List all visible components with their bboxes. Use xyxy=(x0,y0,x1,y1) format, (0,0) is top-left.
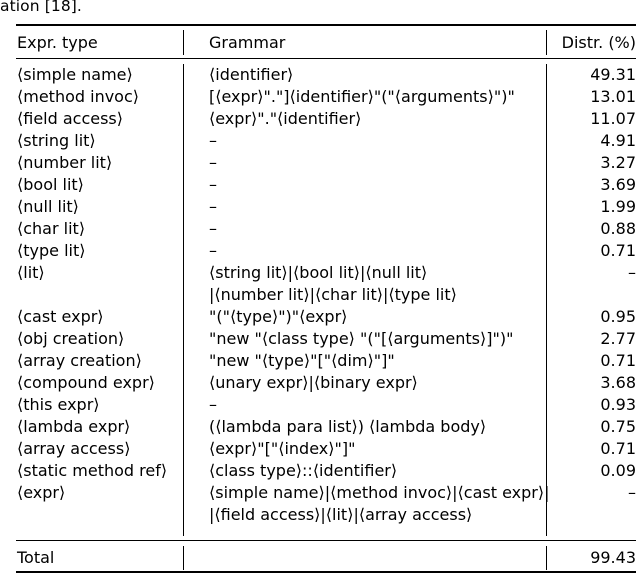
cell-expr-type: ⟨null lit⟩ xyxy=(17,197,79,216)
cell-grammar: "new "⟨type⟩"["⟨dim⟩"]" xyxy=(209,351,395,370)
cell-expr-type: ⟨array creation⟩ xyxy=(17,351,142,370)
table-row: ⟨array access⟩ ⟨expr⟩"["⟨index⟩"]" 0.71 xyxy=(16,438,636,460)
cell-grammar: – xyxy=(209,219,217,238)
cell-grammar: – xyxy=(209,395,217,414)
header-grammar: Grammar xyxy=(209,33,286,52)
cell-distribution: 0.09 xyxy=(600,461,636,480)
table-row: ⟨compound expr⟩ ⟨unary expr⟩|⟨binary expr… xyxy=(16,372,636,394)
cell-distribution: 11.07 xyxy=(590,109,636,128)
cell-expr-type: ⟨array access⟩ xyxy=(17,439,131,458)
table-row: ⟨lit⟩ ⟨string lit⟩|⟨bool lit⟩|⟨null lit⟩ |… xyxy=(16,262,636,306)
table-row: ⟨obj creation⟩ "new "⟨class type⟩ "("[⟨ar… xyxy=(16,328,636,350)
cell-distribution: 0.71 xyxy=(600,351,636,370)
preceding-paragraph-fragment: ation [18]. xyxy=(0,0,82,15)
cell-expr-type: ⟨cast expr⟩ xyxy=(17,307,104,326)
cell-grammar: ⟨class type⟩::⟨identifier⟩ xyxy=(209,461,398,480)
cell-expr-type: ⟨compound expr⟩ xyxy=(17,373,155,392)
cell-grammar: – xyxy=(209,197,217,216)
table-row: ⟨string lit⟩ – 4.91 xyxy=(16,130,636,152)
table-row: ⟨cast expr⟩ "("⟨type⟩")"⟨expr⟩ 0.95 xyxy=(16,306,636,328)
table-row: ⟨array creation⟩ "new "⟨type⟩"["⟨dim⟩"]" 0… xyxy=(16,350,636,372)
cell-grammar: ⟨simple name⟩|⟨method invoc⟩|⟨cast expr⟩… xyxy=(209,482,554,526)
cell-distribution: 3.69 xyxy=(600,175,636,194)
cell-distribution: 0.95 xyxy=(600,307,636,326)
cell-expr-type: ⟨expr⟩ xyxy=(17,483,66,502)
cell-distribution: – xyxy=(628,263,636,282)
cell-distribution: 0.75 xyxy=(600,417,636,436)
cell-expr-type: ⟨lambda expr⟩ xyxy=(17,417,131,436)
cell-grammar: [⟨expr⟩"."]⟨identifier⟩"("⟨arguments⟩")" xyxy=(209,87,515,106)
cell-expr-type: ⟨obj creation⟩ xyxy=(17,329,125,348)
total-column-separator-right xyxy=(546,546,548,570)
total-distribution: 99.43 xyxy=(590,548,636,567)
cell-expr-type: ⟨char lit⟩ xyxy=(17,219,86,238)
header-distribution: Distr. (%) xyxy=(561,33,636,52)
table-row: ⟨this expr⟩ – 0.93 xyxy=(16,394,636,416)
cell-distribution: 0.93 xyxy=(600,395,636,414)
header-expr-type: Expr. type xyxy=(17,33,98,52)
table-body: ⟨simple name⟩ ⟨identifier⟩ 49.31 ⟨method in… xyxy=(16,64,636,526)
table-total-rule xyxy=(16,540,636,542)
cell-distribution: 2.77 xyxy=(600,329,636,348)
cell-grammar: ⟨identifier⟩ xyxy=(209,65,294,84)
cell-grammar-line-2: |⟨field access⟩|⟨lit⟩|⟨array access⟩ xyxy=(209,505,473,524)
table-row: ⟨expr⟩ ⟨simple name⟩|⟨method invoc⟩|⟨cast… xyxy=(16,482,636,526)
table-row: ⟨char lit⟩ – 0.88 xyxy=(16,218,636,240)
cell-distribution: 49.31 xyxy=(590,65,636,84)
header-column-separator-right xyxy=(546,30,548,55)
total-label: Total xyxy=(17,548,55,567)
cell-grammar: "new "⟨class type⟩ "("[⟨arguments⟩]")" xyxy=(209,329,514,348)
cell-distribution: 13.01 xyxy=(590,87,636,106)
cell-grammar-line-2: |⟨number lit⟩|⟨char lit⟩|⟨type lit⟩ xyxy=(209,285,457,304)
body-column-separator-left xyxy=(183,64,185,536)
cell-distribution: – xyxy=(628,483,636,502)
cell-distribution: 4.91 xyxy=(600,131,636,150)
table-row: ⟨number lit⟩ – 3.27 xyxy=(16,152,636,174)
cell-expr-type: ⟨bool lit⟩ xyxy=(17,175,84,194)
table-header-rule xyxy=(16,58,636,60)
cell-expr-type: ⟨string lit⟩ xyxy=(17,131,96,150)
cell-expr-type: ⟨method invoc⟩ xyxy=(17,87,139,106)
table-row: ⟨field access⟩ ⟨expr⟩"."⟨identifier⟩ 11.07 xyxy=(16,108,636,130)
cell-expr-type: ⟨type lit⟩ xyxy=(17,241,86,260)
cell-grammar: ⟨expr⟩"["⟨index⟩"]" xyxy=(209,439,356,458)
cell-grammar: ⟨unary expr⟩|⟨binary expr⟩ xyxy=(209,373,418,392)
table-row: ⟨null lit⟩ – 1.99 xyxy=(16,196,636,218)
table-row: ⟨static method ref⟩ ⟨class type⟩::⟨identi… xyxy=(16,460,636,482)
table-row: ⟨bool lit⟩ – 3.69 xyxy=(16,174,636,196)
cell-grammar: – xyxy=(209,153,217,172)
cell-distribution: 0.88 xyxy=(600,219,636,238)
cell-expr-type: ⟨simple name⟩ xyxy=(17,65,133,84)
cell-distribution: 1.99 xyxy=(600,197,636,216)
cell-grammar: – xyxy=(209,175,217,194)
cell-expr-type: ⟨this expr⟩ xyxy=(17,395,100,414)
cell-distribution: 3.27 xyxy=(600,153,636,172)
table-bottom-rule xyxy=(16,571,636,573)
header-column-separator-left xyxy=(183,30,185,55)
total-column-separator-left xyxy=(183,546,185,570)
table-header-row: Expr. type Grammar Distr. (%) xyxy=(16,30,636,56)
cell-grammar: ⟨string lit⟩|⟨bool lit⟩|⟨null lit⟩ |⟨numb… xyxy=(209,262,554,306)
cell-grammar: – xyxy=(209,241,217,260)
body-column-separator-right xyxy=(546,64,548,536)
cell-expr-type: ⟨lit⟩ xyxy=(17,263,45,282)
cell-grammar: "("⟨type⟩")"⟨expr⟩ xyxy=(209,307,348,326)
cell-grammar-line-1: ⟨string lit⟩|⟨bool lit⟩|⟨null lit⟩ xyxy=(209,263,428,282)
cell-expr-type: ⟨number lit⟩ xyxy=(17,153,113,172)
cell-distribution: 3.68 xyxy=(600,373,636,392)
table-top-rule xyxy=(16,24,636,26)
cell-grammar-line-1: ⟨simple name⟩|⟨method invoc⟩|⟨cast expr⟩… xyxy=(209,483,550,502)
table-row: ⟨simple name⟩ ⟨identifier⟩ 49.31 xyxy=(16,64,636,86)
cell-distribution: 0.71 xyxy=(600,439,636,458)
cell-grammar: ⟨expr⟩"."⟨identifier⟩ xyxy=(209,109,362,128)
cell-grammar: (⟨lambda para list⟩) ⟨lambda body⟩ xyxy=(209,417,487,436)
cell-grammar: – xyxy=(209,131,217,150)
table-total-row: Total 99.43 xyxy=(16,546,636,570)
cell-distribution: 0.71 xyxy=(600,241,636,260)
table-row: ⟨lambda expr⟩ (⟨lambda para list⟩) ⟨lambd… xyxy=(16,416,636,438)
cell-expr-type: ⟨static method ref⟩ xyxy=(17,461,168,480)
table-row: ⟨type lit⟩ – 0.71 xyxy=(16,240,636,262)
table-row: ⟨method invoc⟩ [⟨expr⟩"."]⟨identifier⟩"("… xyxy=(16,86,636,108)
cell-expr-type: ⟨field access⟩ xyxy=(17,109,124,128)
